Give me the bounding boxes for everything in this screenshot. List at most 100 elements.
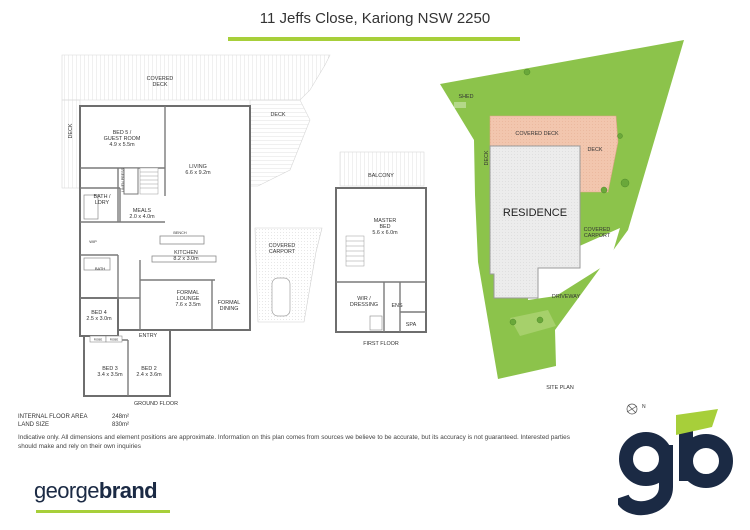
site-plan: SHED COVERED DECK DECK DECK RESIDENCE CO… xyxy=(440,40,684,391)
kitchen-counter xyxy=(151,255,217,263)
label-bed2-1: BED 2 xyxy=(141,366,157,372)
property-stats: INTERNAL FLOOR AREA 248m² LAND SIZE 830m… xyxy=(18,413,129,429)
stairs-ground xyxy=(139,167,159,195)
stat-row-land-size: LAND SIZE 830m² xyxy=(18,421,129,429)
label-formal-lounge-1: FORMAL xyxy=(177,290,199,296)
label-robe-2: ROBE xyxy=(110,338,119,342)
site-label-covered-deck: COVERED DECK xyxy=(515,131,559,137)
svg-text:WIR /DRESSING: WIR /DRESSING xyxy=(350,296,378,308)
linen-press xyxy=(123,167,139,195)
deck-left-area xyxy=(61,99,81,189)
site-garden-patch xyxy=(510,310,556,336)
site-label-deck-right: DECK xyxy=(588,147,603,153)
label-linen-1: LINEN xyxy=(121,181,125,192)
robe-2 xyxy=(105,335,123,343)
label-living-1: LIVING xyxy=(189,164,207,170)
label-covered-deck-1: COVERED xyxy=(147,76,174,82)
svg-text:BED 33.4 x 3.5m: BED 33.4 x 3.5m xyxy=(97,366,123,378)
label-bed2-2: 2.4 x 3.6m xyxy=(136,372,162,378)
site-label-shed: SHED xyxy=(459,94,474,100)
stat-value: 830m² xyxy=(112,422,130,428)
label-deck-right: DECK xyxy=(271,112,286,118)
stairs-first xyxy=(345,235,365,267)
label-bed3-1: BED 3 xyxy=(102,366,118,372)
site-label-carport-2: CARPORT xyxy=(584,233,611,239)
label-robe-1: ROBE xyxy=(94,338,103,342)
label-master-3: 5.6 x 6.0m xyxy=(372,230,398,236)
label-meals-2: 2.0 x 4.0m xyxy=(129,214,155,220)
label-covered-deck-2: DECK xyxy=(153,82,168,88)
compass-icon: N xyxy=(626,403,646,415)
car-icon xyxy=(271,277,291,317)
label-linen-2: PRESS xyxy=(121,168,125,181)
brand-wordmark: georgebrand xyxy=(34,478,158,504)
brand-part1: george xyxy=(34,478,100,503)
label-balcony: BALCONY xyxy=(368,173,394,179)
brand-accent-bar xyxy=(36,510,170,513)
label-kitchen-1: KITCHEN xyxy=(174,250,198,256)
label-kitchen-2: 8.2 x 3.0m xyxy=(173,256,199,262)
label-entry: ENTRY xyxy=(139,333,158,339)
label-bath-ldry-2: LDRY xyxy=(95,200,110,206)
label-formal-dining-1: FORMAL xyxy=(218,300,240,306)
label-meals-1: MEALS xyxy=(133,208,152,214)
label-ens: ENS xyxy=(391,303,402,309)
ensuite-fixture xyxy=(369,315,383,331)
stat-label: INTERNAL FLOOR AREA xyxy=(18,414,88,420)
gb-logo xyxy=(618,409,733,516)
label-formal-lounge-3: 7.6 x 3.5m xyxy=(175,302,201,308)
ground-floor-caption: GROUND FLOOR xyxy=(134,401,178,407)
site-label-residence: RESIDENCE xyxy=(503,207,567,219)
svg-text:BED 42.5 x 3.0m: BED 42.5 x 3.0m xyxy=(86,310,112,322)
site-label-deck-left: DECK xyxy=(484,150,490,165)
site-label-carport-1: COVERED xyxy=(584,227,611,233)
covered-deck-area xyxy=(61,54,331,101)
site-plan-caption: SITE PLAN xyxy=(546,385,574,391)
label-bench: BENCH xyxy=(173,231,187,235)
site-shed xyxy=(454,102,466,108)
compass-north-label: N xyxy=(642,404,646,410)
label-gf-carport-1: COVERED xyxy=(269,243,296,249)
title-accent-bar xyxy=(228,37,520,41)
label-spa: SPA xyxy=(406,322,417,328)
svg-text:BED 22.4 x 3.6m: BED 22.4 x 3.6m xyxy=(136,366,162,378)
site-trees xyxy=(509,68,630,326)
label-bed4-2: 2.5 x 3.0m xyxy=(86,316,112,322)
stat-label: LAND SIZE xyxy=(18,422,50,428)
bath-fixture xyxy=(83,257,111,271)
label-deck-left: DECK xyxy=(68,123,74,138)
balcony-area xyxy=(339,151,425,187)
label-bath: BATH xyxy=(95,266,105,271)
label-formal-dining-2: DINING xyxy=(220,306,239,312)
label-bath-ldry-1: BATH / xyxy=(94,194,111,200)
brand-part2: brand xyxy=(98,478,158,503)
stat-row-floor-area: INTERNAL FLOOR AREA 248m² xyxy=(18,413,129,421)
page-title: 11 Jeffs Close, Kariong NSW 2250 xyxy=(259,10,491,27)
first-floor-caption: FIRST FLOOR xyxy=(363,341,399,347)
kitchen-bench xyxy=(159,235,205,245)
label-master-1: MASTER xyxy=(374,218,397,224)
label-living-2: 6.6 x 9.2m xyxy=(185,170,211,176)
label-wir-1: WIR / xyxy=(357,296,371,302)
svg-text:LINEN PRESS: LINEN PRESS xyxy=(121,168,125,192)
label-bed4-1: BED 4 xyxy=(91,310,107,316)
svg-text:BATH /LDRY: BATH /LDRY xyxy=(94,194,111,206)
label-formal-lounge-2: LOUNGE xyxy=(177,296,200,302)
label-wip: WIP xyxy=(89,239,97,244)
label-bed5-1: BED 5 / xyxy=(113,130,132,136)
label-master-2: BED xyxy=(379,224,390,230)
label-wir-2: DRESSING xyxy=(350,302,378,308)
site-label-driveway: DRIVEWAY xyxy=(552,294,581,300)
stat-value: 248m² xyxy=(112,414,130,420)
